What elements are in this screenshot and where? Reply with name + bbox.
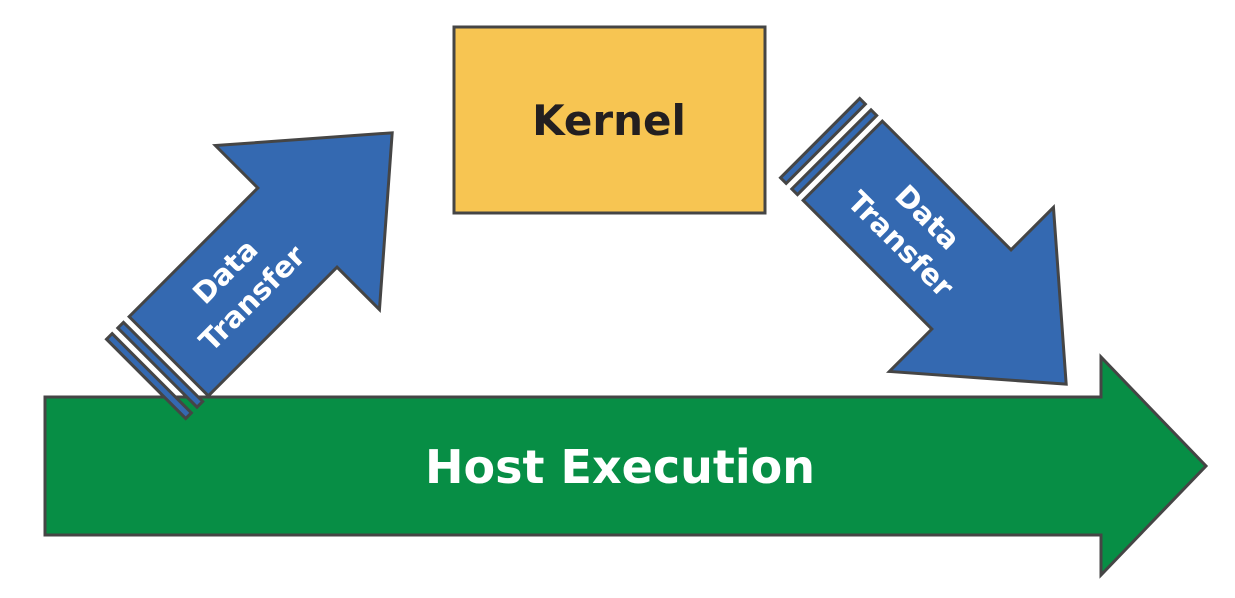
data-transfer-in-arrow: Data Transfer xyxy=(104,131,394,421)
transfer-out-stripe-inner xyxy=(789,107,879,197)
kernel-box-shape xyxy=(452,25,767,215)
host-execution-label: Host Execution xyxy=(425,440,815,494)
kernel-box: Kernel xyxy=(452,25,767,215)
host-execution-arrow: Host Execution xyxy=(43,353,1209,579)
transfer-out-stripe-outer xyxy=(778,96,868,186)
kernel-label: Kernel xyxy=(532,96,686,145)
transfer-in-stripe-inner xyxy=(115,320,205,410)
transfer-out-arrow-shape xyxy=(801,119,1068,386)
host-execution-arrow-shape xyxy=(43,353,1209,579)
transfer-in-stripe-outer xyxy=(104,331,194,421)
transfer-in-arrow-shape xyxy=(127,131,394,398)
